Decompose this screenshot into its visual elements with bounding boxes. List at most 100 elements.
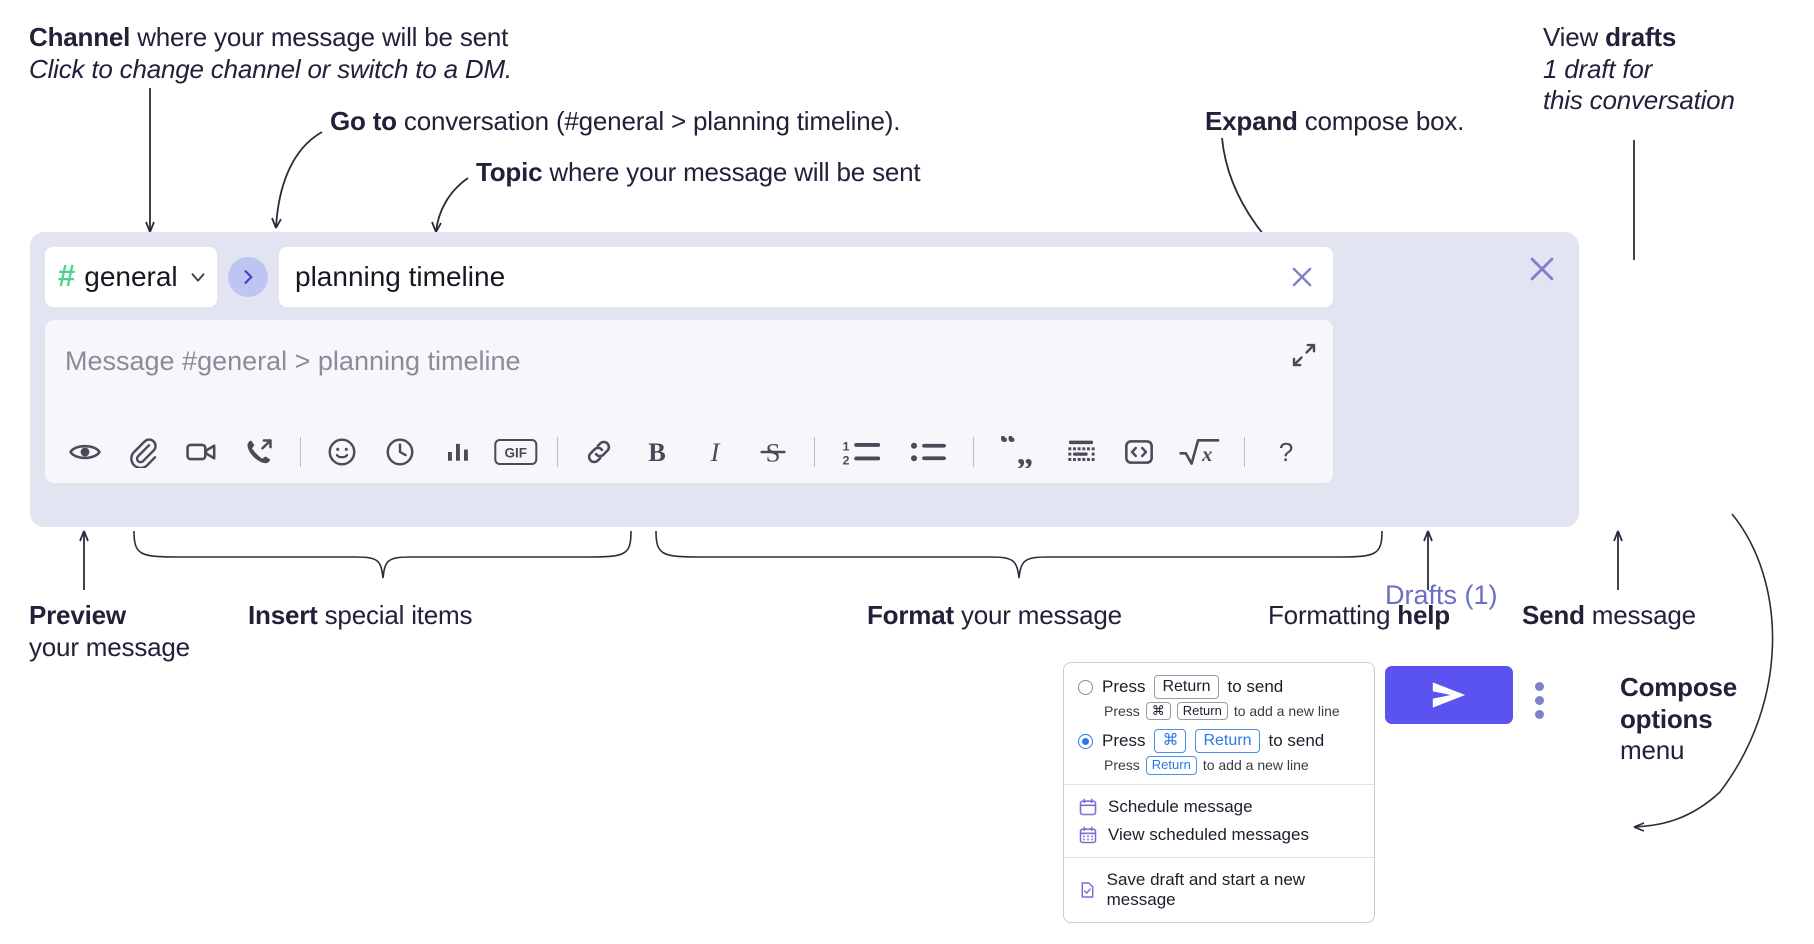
annotation-expand-rest: compose box. (1297, 106, 1465, 136)
blockquote-icon: “ „ (999, 436, 1033, 468)
compose-inner: # general planning timeline (44, 246, 1334, 484)
annotation-send-bold: Send (1522, 600, 1585, 630)
svg-text:x: x (1201, 444, 1212, 466)
audio-clip-icon (247, 439, 272, 464)
formatting-toolbar: GIF B I (45, 421, 1333, 483)
menu-item-view-scheduled-messages[interactable]: View scheduled messages (1064, 821, 1374, 849)
expand-compose-button[interactable] (1289, 340, 1319, 370)
annotation-send: Send message (1522, 600, 1696, 632)
annotation-insert-rest: special items (317, 600, 473, 630)
option-label-pre: Press (1102, 731, 1146, 751)
chevron-right-icon (244, 270, 253, 284)
radio-option-return-to-send[interactable]: Press Return to send (1064, 673, 1374, 701)
hash-icon: # (58, 258, 76, 293)
annotation-format-bold: Format (867, 600, 954, 630)
video-clip-button[interactable] (179, 430, 223, 474)
italic-button[interactable]: I (693, 430, 737, 474)
code-inline-icon (1125, 440, 1153, 464)
svg-text:1: 1 (843, 440, 850, 454)
bold-button[interactable]: B (635, 430, 679, 474)
annotation-channel: Channel where your message will be sent … (29, 22, 512, 85)
annotation-preview-bold: Preview (29, 600, 126, 630)
attachment-button[interactable] (121, 430, 165, 474)
svg-text:„: „ (1016, 436, 1033, 468)
emoji-button[interactable] (320, 430, 364, 474)
annotation-insert-bold: Insert (248, 600, 318, 630)
channel-selector[interactable]: # general (44, 246, 218, 308)
code-block-button[interactable] (1059, 430, 1103, 474)
option-label-pre: Press (1102, 677, 1146, 696)
code-block-icon (1068, 440, 1095, 461)
annotation-send-rest: message (1584, 600, 1696, 630)
send-button[interactable] (1385, 666, 1513, 724)
menu-item-schedule-message[interactable]: Schedule message (1064, 793, 1374, 821)
divider-5 (1244, 437, 1245, 467)
svg-text:B: B (648, 438, 666, 467)
drafts-link[interactable]: Drafts (1) (1385, 580, 1498, 610)
divider-4 (973, 437, 974, 467)
option-sub-post: to add a new line (1233, 703, 1340, 720)
poll-button[interactable] (436, 430, 480, 474)
message-input-box[interactable]: Message #general > planning timeline (44, 319, 1334, 484)
key-return: Return (1195, 729, 1260, 754)
formatting-help-icon: ? (1279, 437, 1294, 467)
math-button[interactable]: x (1175, 430, 1225, 474)
annotation-goto: Go to conversation (#general > planning … (330, 106, 900, 138)
ordered-list-button[interactable]: 1 2 (834, 430, 890, 474)
close-icon (1292, 267, 1312, 287)
close-compose-button[interactable] (1525, 252, 1559, 286)
annotation-pointer-lines-bottom (79, 513, 1774, 832)
annotation-drafts-pre: View (1543, 22, 1606, 52)
svg-text:“: “ (999, 436, 1016, 463)
compose-options-popup: Press Return to send Press ⌘ Return to a… (1063, 662, 1375, 923)
menu-divider (1064, 856, 1374, 858)
clear-topic-button[interactable] (1287, 262, 1317, 292)
compose-panel: # general planning timeline (30, 232, 1579, 724)
bold-icon: B (648, 438, 666, 467)
annotation-topic-bold: Topic (476, 157, 543, 187)
key-command: ⌘ (1145, 702, 1171, 721)
expand-icon (1292, 343, 1316, 367)
preview-eye-button[interactable] (63, 430, 107, 474)
italic-icon: I (710, 438, 721, 467)
attachment-paperclip-icon (130, 438, 157, 468)
annotation-topic: Topic where your message will be sent (476, 157, 921, 189)
topic-input[interactable]: planning timeline (278, 246, 1334, 308)
gif-button[interactable]: GIF (494, 430, 538, 474)
link-button[interactable] (577, 430, 621, 474)
radio-icon-selected[interactable] (1078, 733, 1093, 749)
dot (1535, 710, 1544, 719)
svg-text:?: ? (1279, 437, 1294, 467)
key-command: ⌘ (1154, 729, 1187, 754)
schedule-button[interactable] (378, 430, 422, 474)
calendar-grid-icon (1079, 826, 1097, 843)
channel-name-label: general (84, 261, 178, 292)
option-label-post: to send (1268, 731, 1325, 751)
audio-clip-button[interactable] (237, 430, 281, 474)
menu-item-save-draft[interactable]: Save draft and start a new message (1064, 866, 1374, 914)
annotation-goto-bold: Go to (330, 106, 397, 136)
annotation-channel-italic: Click to change channel or switch to a D… (29, 53, 512, 84)
dot (1535, 682, 1544, 691)
save-draft-icon (1081, 881, 1094, 898)
calendar-icon (1079, 798, 1097, 815)
annotation-goto-rest: conversation (#general > planning timeli… (396, 106, 901, 136)
radio-option-1-sub: Press Return to add a new line (1064, 755, 1374, 775)
option-sub-pre: Press (1104, 703, 1140, 720)
bulleted-list-button[interactable] (904, 430, 954, 474)
blockquote-button[interactable]: “ „ (993, 430, 1045, 474)
strikethrough-button[interactable]: S (751, 430, 795, 474)
compose-options-button[interactable] (1535, 677, 1544, 724)
annotation-channel-rest: where your message will be sent (130, 22, 509, 52)
radio-icon[interactable] (1078, 679, 1093, 695)
video-camera-icon (186, 443, 216, 461)
annotation-help-bold: help (1397, 600, 1450, 630)
key-return: Return (1154, 675, 1219, 699)
close-icon (1530, 257, 1554, 281)
radio-option-cmd-return-to-send[interactable]: Press ⌘ Return to send (1064, 727, 1374, 755)
code-inline-button[interactable] (1117, 430, 1161, 474)
menu-divider (1064, 783, 1374, 785)
formatting-help-button[interactable]: ? (1264, 430, 1308, 474)
go-to-conversation-button[interactable] (228, 257, 268, 297)
emoji-icon (328, 438, 356, 466)
